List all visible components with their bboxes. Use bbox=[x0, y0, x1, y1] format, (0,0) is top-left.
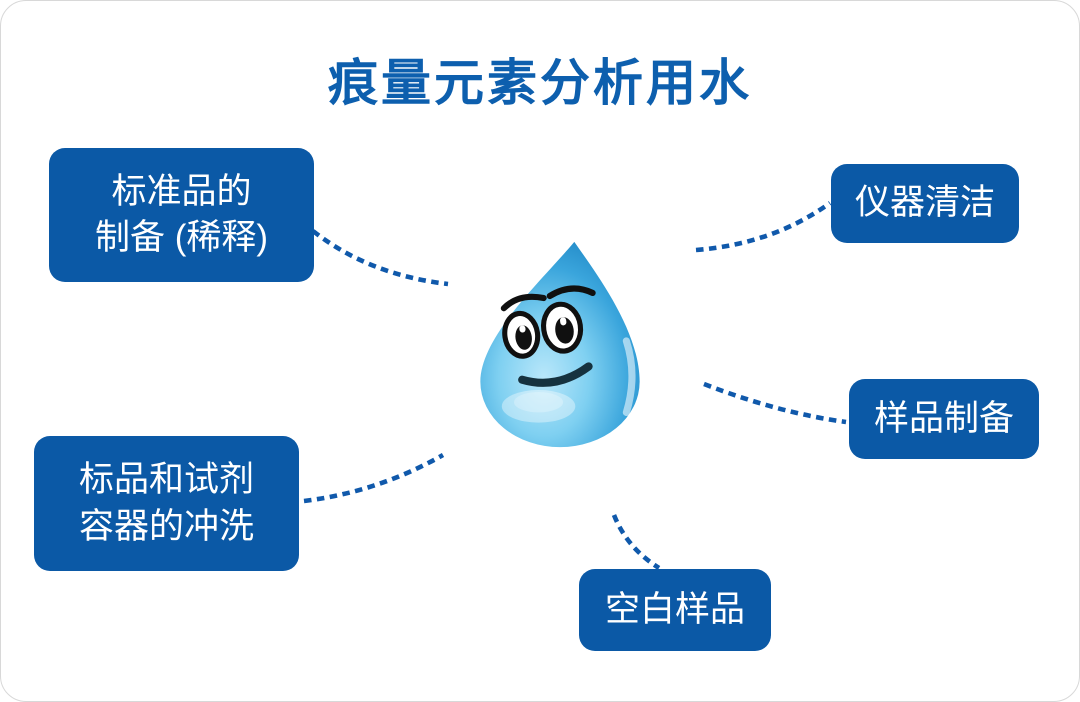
drop-shine-soft bbox=[514, 391, 564, 413]
label-line: 标品和试剂 bbox=[78, 460, 254, 500]
label-line: 仪器清洁 bbox=[854, 183, 995, 223]
connector-sample-preparation bbox=[703, 381, 847, 425]
page-title: 痕量元素分析用水 bbox=[328, 55, 752, 111]
label-box-container-rinsing: 标品和试剂 容器的冲洗 bbox=[34, 436, 299, 571]
connector-blank-samples bbox=[611, 514, 661, 570]
label-line: 样品制备 bbox=[873, 398, 1014, 438]
label-line: 容器的冲洗 bbox=[78, 506, 254, 546]
left-eye bbox=[502, 310, 541, 359]
water-drop-mascot bbox=[480, 241, 640, 448]
label-box-blank-samples: 空白样品 bbox=[579, 569, 771, 651]
label-line: 制备 (稀释) bbox=[94, 218, 269, 257]
label-line: 空白样品 bbox=[604, 589, 745, 629]
connector-instrument-cleaning bbox=[695, 201, 832, 253]
connector-standards bbox=[311, 229, 449, 287]
label-box-instrument-cleaning: 仪器清洁 bbox=[831, 164, 1019, 243]
drop-shine bbox=[501, 389, 576, 423]
mouth bbox=[518, 362, 593, 387]
connector-container-rinsing bbox=[303, 453, 445, 504]
label-box-sample-preparation: 样品制备 bbox=[849, 379, 1039, 459]
label-line: 标准品的 bbox=[111, 171, 252, 211]
right-eye bbox=[540, 301, 584, 354]
drop-edge-highlight bbox=[622, 337, 636, 416]
label-box-standards-preparation: 标准品的 制备 (稀释) bbox=[49, 148, 314, 282]
left-eyebrow bbox=[500, 293, 547, 312]
right-eyebrow bbox=[546, 285, 596, 300]
